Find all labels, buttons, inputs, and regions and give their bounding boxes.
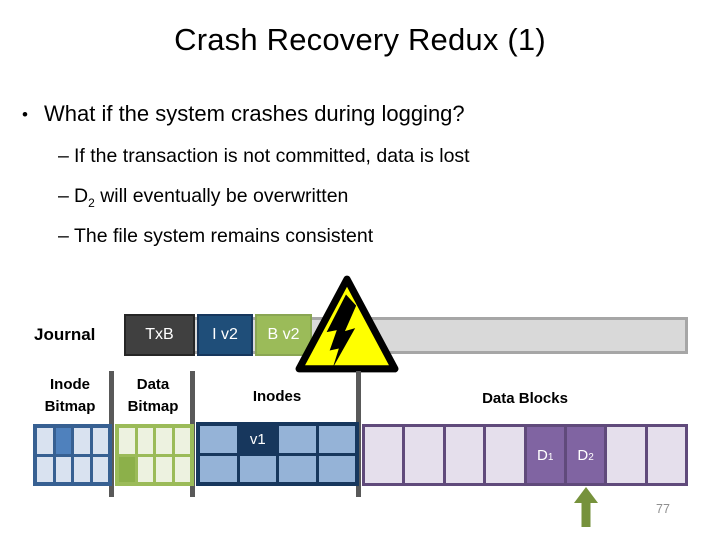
sub-bullet-text: The file system remains consistent: [74, 225, 374, 247]
inode-bitmap-cell: [92, 428, 108, 454]
inode-bitmap-cell: [74, 456, 90, 482]
inode-cell: [318, 426, 355, 453]
journal-label: Journal: [34, 325, 96, 344]
data-block-cell: [607, 427, 645, 483]
data-block-cell: [405, 427, 443, 483]
inode-cell: [279, 455, 316, 482]
dash-marker: –: [58, 225, 69, 247]
data-blocks-label: Data Blocks: [482, 390, 568, 407]
inode-cell: [239, 455, 276, 482]
data-bitmap-cell: [156, 456, 172, 482]
data-bitmap-cell-allocated: [119, 456, 135, 482]
inode-cell: [200, 455, 237, 482]
data-bitmap-cell: [137, 456, 153, 482]
data-bitmap-cell: [174, 456, 190, 482]
inode-bitmap-cell: [37, 428, 53, 454]
inode-cell: [200, 426, 237, 453]
journal-block-bitmap-v2: B v2: [255, 314, 312, 356]
data-block-cell: [365, 427, 403, 483]
sub-bullet-3: – The file system remains consistent: [58, 224, 698, 249]
sub-bullet-text: If the transaction is not committed, dat…: [74, 145, 470, 167]
data-block-cell: [445, 427, 484, 483]
bullet-marker: •: [22, 105, 28, 124]
sub-bullet-1: – If the transaction is not committed, d…: [58, 144, 698, 169]
crash-warning-icon: [295, 275, 399, 373]
data-bitmap-cell: [119, 428, 135, 454]
inode-bitmap-cell: [92, 456, 108, 482]
inode-cell: [318, 455, 355, 482]
inode-bitmap-cell: [55, 456, 71, 482]
inodes-region: v1: [196, 422, 359, 486]
inode-bitmap-label: Inode Bitmap: [44, 376, 96, 415]
data-bitmap-cell: [174, 428, 190, 454]
data-bitmap-cell: [137, 428, 153, 454]
inode-bitmap-cell-allocated: [55, 428, 71, 454]
inode-cell-v1: v1: [239, 426, 276, 453]
journal-block-txb: TxB: [124, 314, 195, 356]
dash-marker: –: [58, 145, 69, 167]
data-bitmap-region: [115, 424, 194, 486]
bullet-text: What if the system crashes during loggin…: [44, 101, 465, 126]
up-arrow-icon: [574, 487, 598, 527]
inode-cell: [279, 426, 316, 453]
page-number: 77: [656, 502, 670, 516]
sub-bullet-text: D2 will eventually be overwritten: [74, 185, 349, 210]
inodes-label: Inodes: [252, 388, 302, 405]
inode-bitmap-cell: [37, 456, 53, 482]
data-bitmap-cell: [156, 428, 172, 454]
data-block-cell: [486, 427, 524, 483]
bullet-line: • What if the system crashes during logg…: [22, 101, 698, 128]
inode-bitmap-region: [33, 424, 112, 486]
page-title: Crash Recovery Redux (1): [174, 22, 546, 57]
data-block-cell: [647, 427, 685, 483]
dash-marker: –: [58, 185, 69, 207]
data-bitmap-label: Data Bitmap: [127, 376, 179, 415]
inode-bitmap-cell: [74, 428, 90, 454]
journal-block-inode-v2: I v2: [197, 314, 253, 356]
sub-bullet-2: – D2 will eventually be overwritten: [58, 184, 698, 209]
